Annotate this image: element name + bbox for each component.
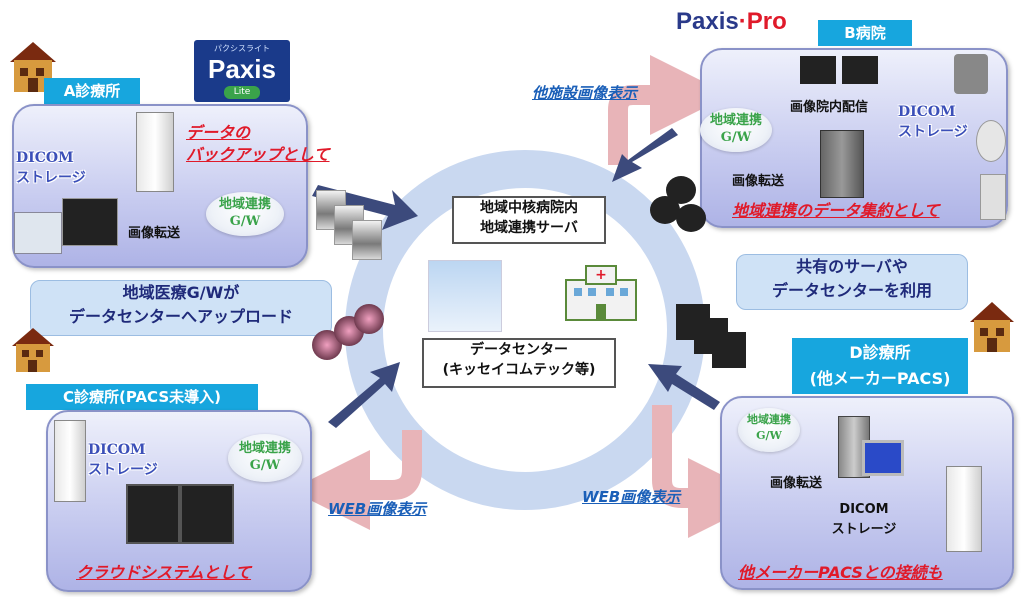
- hospital-b-label: B病院: [818, 20, 912, 46]
- c-monitor-left: [126, 484, 180, 544]
- b-monitor-2: [842, 56, 878, 84]
- house-icon-d: [970, 302, 1014, 352]
- house-icon-c: [12, 328, 54, 372]
- ct-thumb-2: [650, 196, 680, 224]
- clinic-c-note: クラウドシステムとして: [76, 563, 252, 582]
- b-ultrasound: [954, 54, 988, 94]
- flow-web-left: WEB画像表示: [328, 500, 427, 518]
- dark-arrow-from-c: [328, 362, 400, 428]
- b-ct-scanner: [976, 120, 1006, 162]
- clinic-d-transfer: 画像転送: [770, 476, 823, 491]
- b-monitor-1: [800, 56, 836, 84]
- dark-arrow-from-d: [648, 364, 720, 410]
- clinic-a-transfer: 画像転送: [128, 226, 181, 241]
- pink-arrow-to-b: [608, 55, 730, 165]
- upload-callout: 地域医療G/Wがデータセンターへアップロード: [30, 280, 332, 336]
- datacenter-building-photo: [428, 260, 502, 332]
- ct-thumb-3: [676, 204, 706, 232]
- flow-web-right: WEB画像表示: [582, 488, 681, 506]
- clinic-c-label: C診療所(PACS未導入): [26, 384, 258, 410]
- pink-arrow-to-d: [652, 405, 768, 538]
- paxis-lite-logo: パクシスライト Paxis Lite: [194, 40, 290, 102]
- paxis-pro-logo: Paxis·Pro: [676, 8, 787, 35]
- dark-arrow-from-b: [612, 128, 678, 182]
- d-storage-device: [946, 466, 982, 552]
- c-monitor-right: [180, 484, 234, 544]
- a-storage-device: [136, 112, 174, 192]
- us-thumb-3: [712, 332, 746, 368]
- a-workstation: [14, 212, 62, 254]
- regional-server-box: 地域中核病院内地域連携サーバ: [452, 196, 606, 244]
- hospital-b-note: 地域連携のデータ集約として: [732, 201, 940, 220]
- hospital-building-icon: +: [565, 265, 637, 321]
- xray-thumb-3: [352, 220, 382, 260]
- hospital-b-distribution: 画像院内配信: [790, 100, 869, 115]
- shared-callout: 共有のサーバやデータセンターを利用: [736, 254, 968, 310]
- pink-arrow-to-c: [290, 430, 422, 530]
- c-storage-device: [54, 420, 86, 502]
- b-server: [820, 130, 864, 198]
- datacenter-box: データセンター(キッセイコムテック等): [422, 338, 616, 388]
- hospital-b-transfer: 画像転送: [732, 174, 785, 189]
- a-monitors: [62, 198, 118, 246]
- b-storage: [980, 174, 1006, 220]
- clinic-d-label: D診療所(他メーカーPACS): [792, 338, 968, 394]
- clinic-a-note: データのバックアップとして: [186, 123, 330, 164]
- clinic-d-note: 他メーカーPACSとの接続も: [738, 563, 943, 582]
- flow-other-facility: 他施設画像表示: [532, 84, 638, 102]
- clinic-a-label: A診療所: [44, 78, 140, 104]
- svg-text:+: +: [595, 267, 607, 283]
- d-monitor: [862, 440, 904, 476]
- endo-thumb-3: [354, 304, 384, 334]
